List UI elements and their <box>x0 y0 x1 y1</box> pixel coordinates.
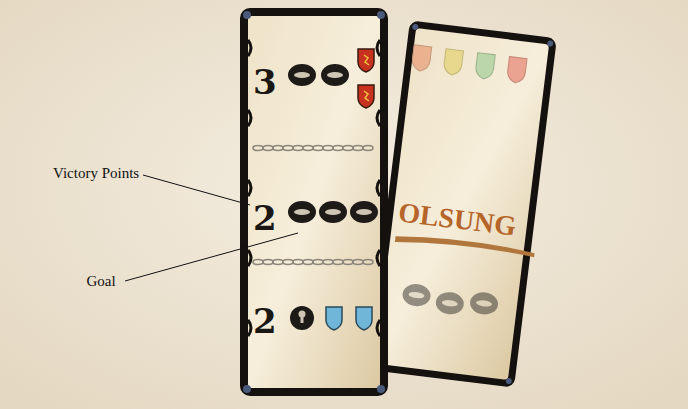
leader-line <box>125 233 298 281</box>
victory-points: 2 <box>253 303 277 340</box>
callout-label: Goal <box>87 273 116 290</box>
front-card: 3 2 2 <box>240 8 388 396</box>
callout-label: Victory Points <box>53 165 139 182</box>
victory-points: 3 <box>253 64 277 101</box>
leader-line <box>143 175 250 205</box>
victory-points: 2 <box>253 200 277 237</box>
game-logo: OLSUNG <box>397 197 518 242</box>
